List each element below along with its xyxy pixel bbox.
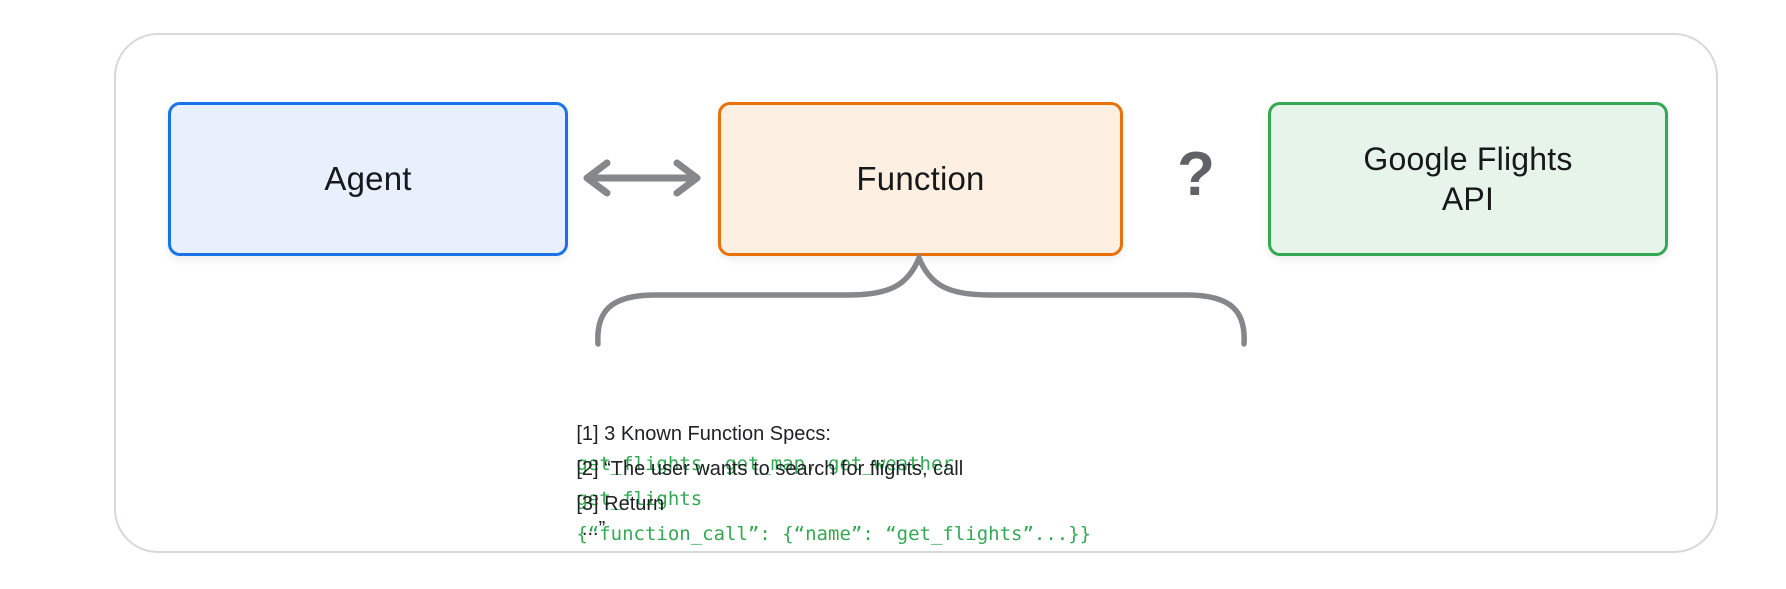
question-mark: ? [1177, 140, 1215, 209]
annotation-block: [1] 3 Known Function Specs: get_flights,… [543, 389, 1091, 545]
annotation-line-2: [2] “The user wants to search for flight… [543, 424, 1091, 540]
annotation-2-suffix: ...” [576, 518, 606, 540]
node-agent-label: Agent [324, 160, 412, 197]
annotation-3-code: {“function_call”: {“name”: “get_flights”… [576, 523, 1092, 545]
node-google-flights-api-label: Google Flights API [1363, 141, 1573, 217]
curly-brace-icon [560, 250, 1282, 354]
node-function: Function [718, 102, 1123, 256]
annotation-1-code: get_flights, get_map, get_weather [576, 453, 954, 475]
annotation-line-1: [1] 3 Known Function Specs: get_flights,… [543, 389, 1091, 475]
annotation-2-prefix: [2] “The user wants to search for flight… [576, 458, 969, 480]
annotation-1-prefix: [1] 3 Known Function Specs: [576, 423, 837, 445]
annotation-3-prefix: [3] Return [576, 493, 670, 515]
double-arrow-icon [580, 156, 704, 200]
node-function-label: Function [856, 160, 985, 197]
node-google-flights-api: Google Flights API [1268, 102, 1668, 256]
annotation-line-3: [3] Return {“function_call”: {“name”: “g… [543, 459, 1091, 545]
node-agent: Agent [168, 102, 568, 256]
annotation-2-code: get_flights [576, 488, 703, 510]
